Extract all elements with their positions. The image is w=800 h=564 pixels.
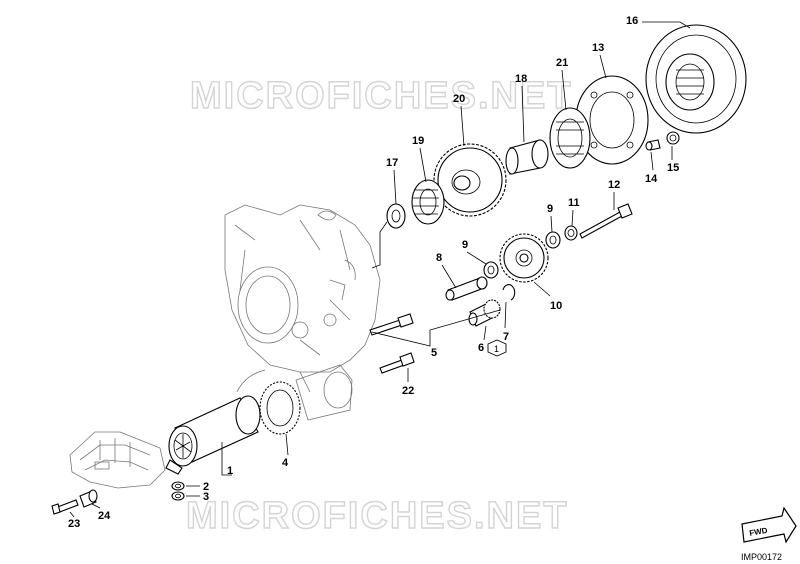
part-14-pin	[645, 139, 661, 151]
part-2-nut	[171, 481, 185, 491]
callout-22: 22	[402, 385, 414, 397]
fwd-arrow-icon: FWD	[741, 506, 797, 544]
part-11-nut	[564, 225, 578, 241]
callout-9-lower: 9	[462, 239, 468, 251]
callout-3: 3	[203, 491, 209, 503]
callout-12: 12	[608, 179, 620, 191]
callout-24: 24	[98, 510, 111, 522]
crankcase-housing	[224, 204, 381, 393]
callout-5: 5	[431, 347, 437, 359]
leader-lines	[69, 54, 673, 518]
part-13-freewheel-plate	[575, 75, 649, 165]
callout-10: 10	[550, 300, 562, 312]
part-22-screw	[379, 352, 415, 374]
callout-20: 20	[453, 93, 465, 105]
part-12-bolt	[579, 203, 633, 239]
callout-7: 7	[503, 331, 509, 343]
fwd-label: FWD	[749, 526, 769, 538]
callout-16: 16	[626, 15, 638, 27]
part-7-circlip	[502, 284, 516, 301]
callout-2: 2	[203, 481, 209, 493]
part-18-bushing	[505, 139, 549, 175]
callout-19: 19	[412, 135, 424, 147]
leader-2-3	[186, 485, 200, 497]
part-8-shaft	[445, 276, 488, 301]
part-20-large-gear	[433, 143, 507, 217]
watermark-bottom: MICROFICHES.NET	[186, 495, 569, 537]
callout-21: 21	[556, 57, 568, 69]
note-symbol: 1	[487, 339, 507, 357]
part-15-ring	[666, 131, 680, 145]
part-5-screw	[369, 309, 501, 347]
callout-8: 8	[436, 252, 442, 264]
svg-text:1: 1	[494, 344, 499, 354]
part-9-washer-lower	[483, 261, 499, 279]
part-23-screw	[51, 499, 79, 515]
part-9-washer-upper	[545, 231, 561, 249]
part-16-rotor	[642, 21, 747, 134]
callout-4: 4	[282, 457, 289, 469]
cylinder-head-fragment	[69, 431, 166, 489]
callout-13: 13	[592, 42, 604, 54]
callout-23: 23	[68, 518, 80, 530]
callout-6: 6	[478, 342, 484, 354]
callout-14: 14	[645, 173, 658, 185]
part-4-gasket	[259, 381, 301, 456]
part-19-needle-bearing	[411, 179, 445, 225]
part-1-starter-motor	[165, 395, 261, 476]
callout-17: 17	[386, 157, 398, 169]
part-3-washer	[171, 491, 185, 501]
starter-mount-flange	[295, 364, 353, 421]
callout-9-upper: 9	[547, 203, 553, 215]
watermark-top: MICROFICHES.NET	[190, 75, 573, 117]
callout-18: 18	[515, 73, 527, 85]
part-17-washer	[371, 203, 406, 269]
part-10-idler-gear	[499, 233, 551, 297]
callout-1: 1	[227, 465, 233, 477]
callout-11: 11	[568, 197, 580, 209]
image-code: IMP00172	[741, 552, 782, 562]
part-21-freewheel-bearing	[549, 107, 591, 169]
callout-15: 15	[667, 162, 679, 174]
part-24-spacer	[79, 489, 98, 508]
part-6-pinion	[468, 299, 501, 327]
